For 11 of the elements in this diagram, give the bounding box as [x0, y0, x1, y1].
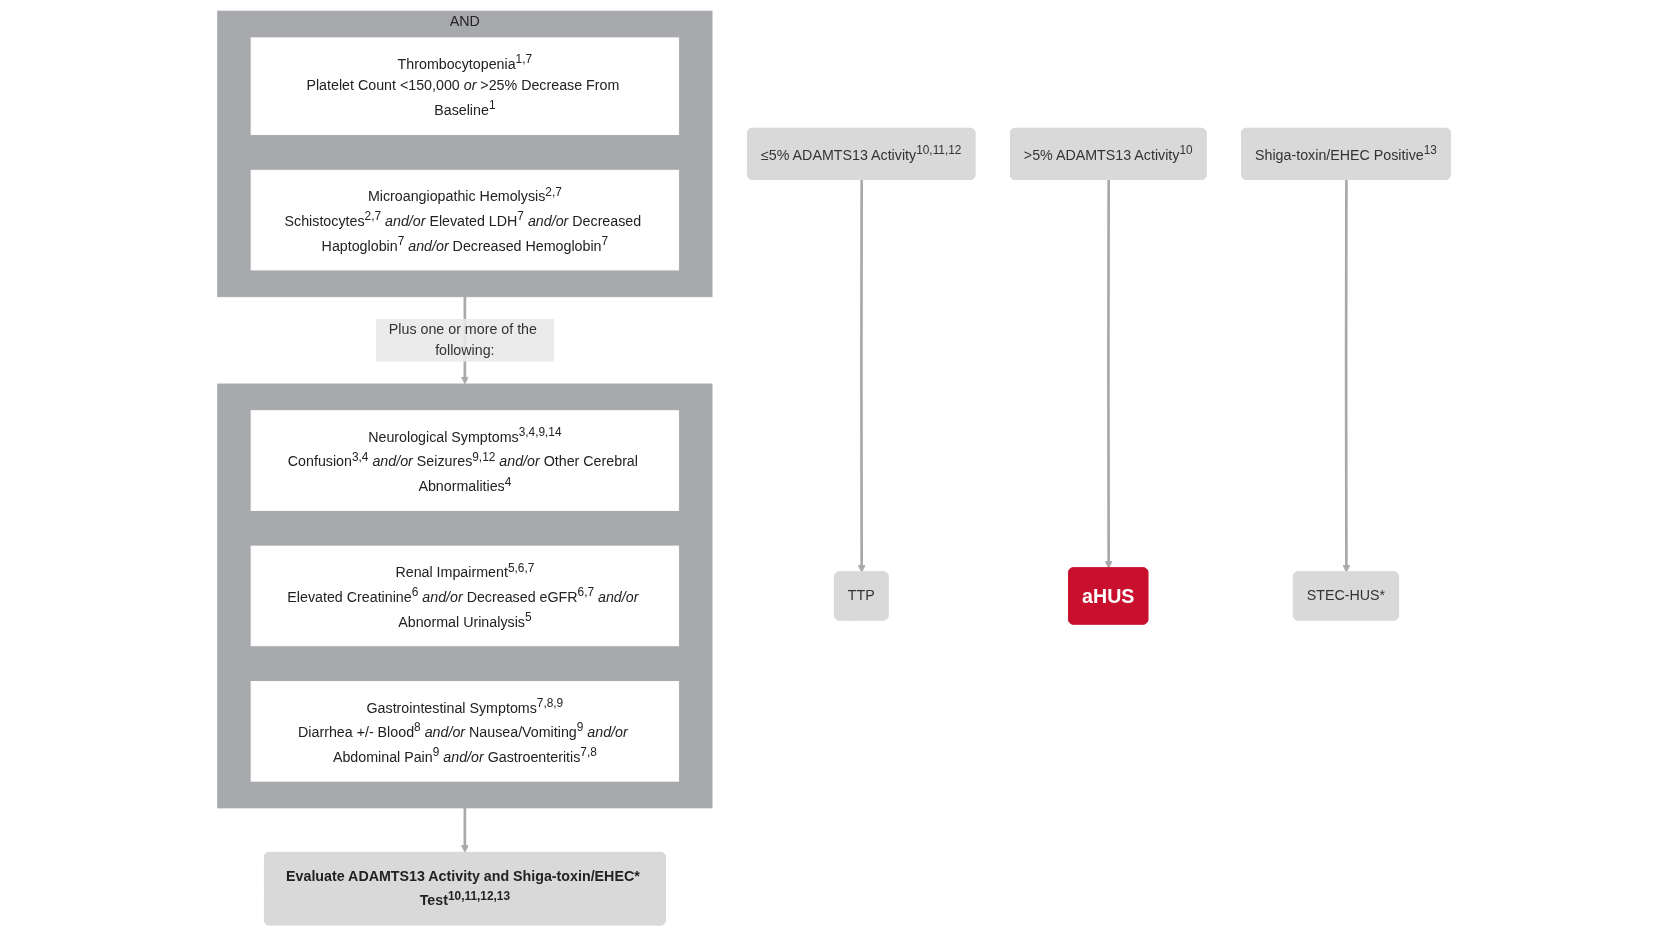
arrow — [1342, 179, 1351, 573]
arrow — [460, 807, 469, 853]
arrow — [1104, 179, 1113, 569]
arrow — [857, 179, 866, 573]
node-box: Thrombocytopenia$^{1,7}$ Platelet Count <150,000 or >25% Decrease From Baseline$^{1}$ — [250, 37, 680, 136]
edge-label: Plus one or more of the following: — [388, 321, 537, 359]
cluster — [217, 383, 713, 809]
node-box: Gastrointestinal Symptoms$^{7,8,9}$ Diarrhea +/- Blood$^{8}$ and/or Nausea/Vomiting$^{9}$ and/or Abdominal Pain$^{9}$ and/or Gastroenteritis$^{7,8}$ — [250, 681, 680, 782]
node-box: Neurological Symptoms$^{3,4,9,14}$ Confusion$^{3,4}$ and/or Seizures$^{9,12}$ and/or Other Cerebral Abnormalities$^{4}$ — [250, 410, 680, 511]
node-box: Microangiopathic Hemolysis$^{2,7}$ Schistocytes$^{2,7}$ and/or Elevated LDH$^{7}$ and/or Decreased Haptoglobin$^{7}$ and/or Decreased Hemoglobin$^{7}$ — [250, 169, 680, 271]
node-box: Renal Impairment$^{5,6,7}$ Elevated Creatinine$^{6}$ and/or Decreased eGFR$^{6,7}$ and/or Abnormal Urinalysis$^{5}$ — [250, 545, 680, 647]
